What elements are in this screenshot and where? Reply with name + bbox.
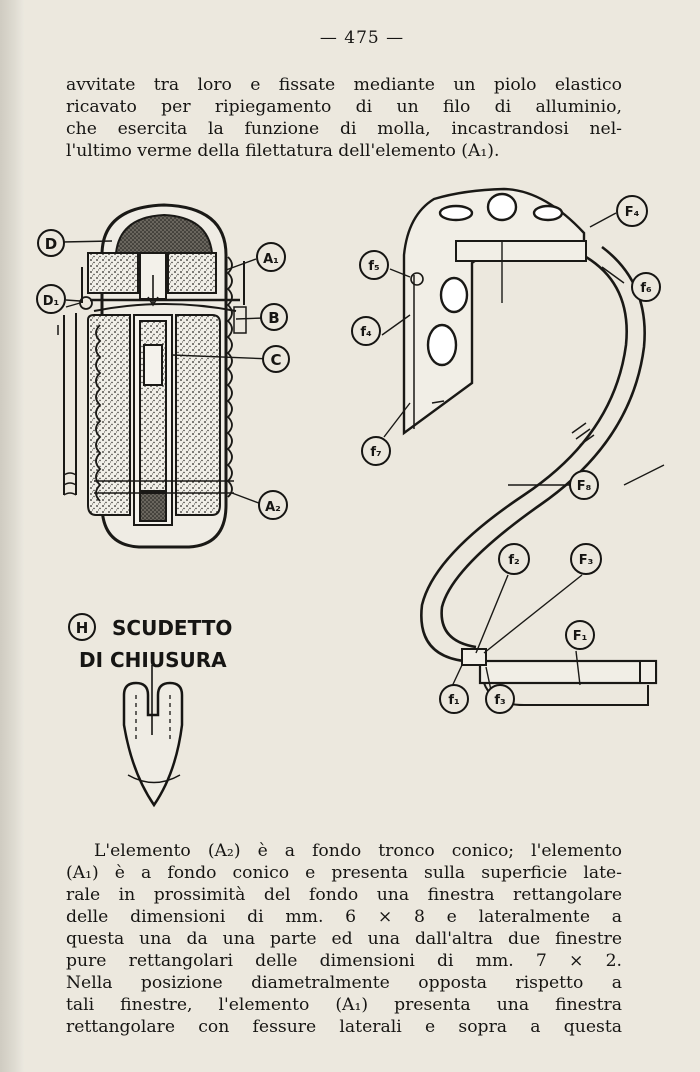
text-line: questa una da una parte ed una dall'altr… <box>66 929 622 949</box>
shield-drawing: H SCUDETTO DI CHIUSURA <box>68 613 232 808</box>
label-H: H <box>76 619 89 637</box>
label-f1: f₁ <box>448 693 459 708</box>
text-line: Nella posizione diametralmente opposta r… <box>66 973 622 993</box>
text-line: delle dimensioni di mm. 6 × 8 e lateralm… <box>66 907 622 927</box>
label-F8: F₈ <box>577 479 592 494</box>
label-f7: f₇ <box>370 445 381 460</box>
technical-figure: D D₁ A₁ B C A₂ H SCUDETTO DI CHIUSURA <box>36 187 665 808</box>
label-A2: A₂ <box>265 500 281 515</box>
label-D1: D₁ <box>43 294 60 309</box>
label-f2: f₂ <box>508 553 519 568</box>
text-line: pure rettangolari delle dimensioni di mm… <box>66 951 622 971</box>
text-line: L'elemento (A₂) è a fondo tronco conico;… <box>94 841 622 861</box>
label-F3: F₃ <box>579 553 594 568</box>
text-line: (A₁) è a fondo conico e presenta sulla s… <box>66 863 622 883</box>
book-gutter <box>0 0 24 1072</box>
paragraph-bottom: L'elemento (A₂) è a fondo tronco conico;… <box>66 840 622 1038</box>
grenade-section-drawing <box>57 203 273 549</box>
label-F1: F₁ <box>573 629 588 644</box>
lever-labels: F₄ f₆ f₅ f₄ f₇ F₈ f₂ F₃ F₁ f₁ f₃ <box>351 195 661 714</box>
label-C: C <box>270 351 281 369</box>
shield-caption-line2: DI CHIUSURA <box>79 648 227 672</box>
label-A1: A₁ <box>263 252 279 267</box>
shield-caption-line1: SCUDETTO <box>112 616 232 640</box>
label-D: D <box>45 235 57 253</box>
paragraph-top: avvitate tra loro e fissate mediante un … <box>66 74 622 162</box>
text-line: l'ultimo verme della filettatura dell'el… <box>66 141 500 161</box>
label-f4: f₄ <box>360 325 372 340</box>
text-line: avvitate tra loro e fissate mediante un … <box>66 75 622 95</box>
grenade-labels: D D₁ A₁ B C A₂ <box>36 229 290 520</box>
page-number: — 475 — <box>319 28 405 48</box>
text-line: rettangolare con fessure laterali e sopr… <box>66 1017 622 1037</box>
label-f6: f₆ <box>640 281 652 296</box>
lever-drawing <box>381 187 665 706</box>
text-line: che esercita la funzione di molla, incas… <box>66 119 622 139</box>
text-line: tali finestre, l'elemento (A₁) presenta … <box>66 995 622 1015</box>
label-f5: f₅ <box>368 259 379 274</box>
book-page: — 475 — avvitate tra loro e fissate medi… <box>24 0 700 1072</box>
label-f3: f₃ <box>494 693 505 708</box>
text-line: ricavato per ripiegamento di un filo di … <box>66 97 622 117</box>
text-line: rale in prossimità del fondo una finestr… <box>66 885 622 905</box>
label-B: B <box>268 309 279 327</box>
label-F4: F₄ <box>625 205 640 220</box>
